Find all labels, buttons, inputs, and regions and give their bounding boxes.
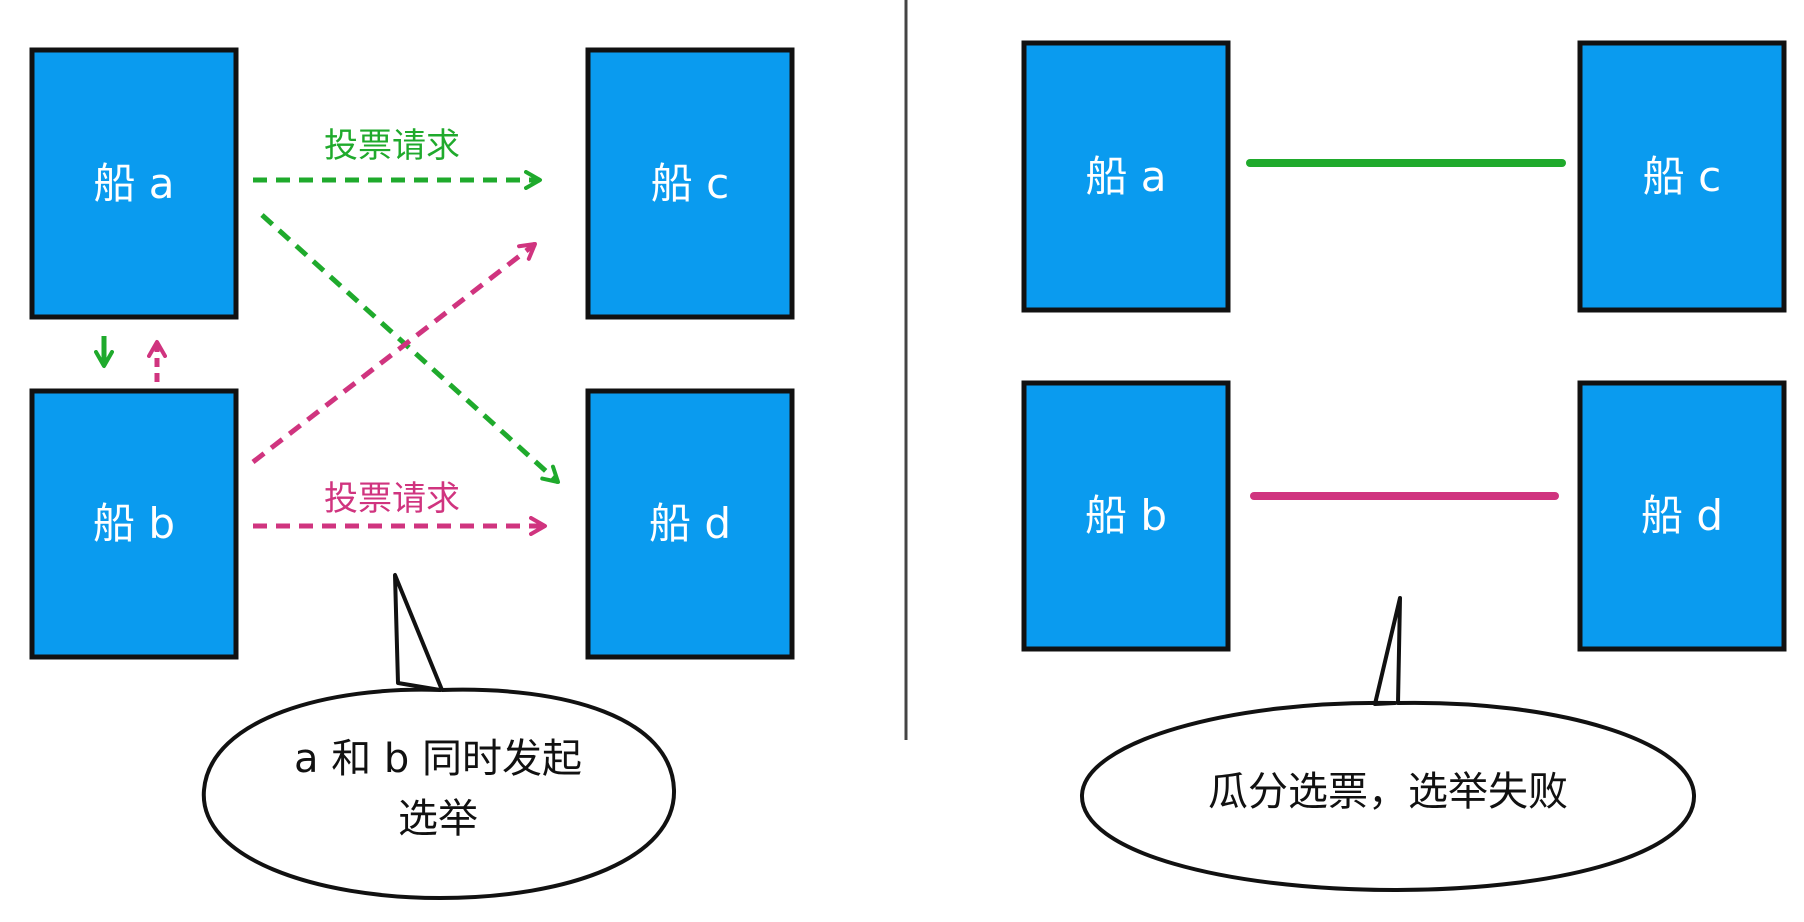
left-panel: 船 a 船 b 船 c 船 d 投票请求 投票请求 a 和 b 同时发起 选举 <box>29 47 795 900</box>
right-ship-d-box: 船 d <box>1577 380 1787 652</box>
left-ship-c-label: 船 c <box>651 159 729 208</box>
vote-request-label-top: 投票请求 <box>324 126 460 166</box>
right-ship-d-label: 船 d <box>1641 491 1723 540</box>
right-ship-b-box: 船 b <box>1021 380 1231 652</box>
left-ship-b-box: 船 b <box>29 388 239 660</box>
right-panel: 船 a 船 b 船 c 船 d 瓜分选票，选举失败 <box>1021 40 1787 892</box>
right-ship-c-label: 船 c <box>1643 152 1721 201</box>
right-ship-c-box: 船 c <box>1577 40 1787 313</box>
arrow-b-to-c <box>251 242 537 464</box>
left-bubble-line1: a 和 b 同时发起 <box>294 736 582 782</box>
left-bubble-line2: 选举 <box>398 796 478 842</box>
vote-request-label-bottom: 投票请求 <box>324 479 460 519</box>
left-ship-c-box: 船 c <box>585 47 795 320</box>
arrow-a-to-d <box>260 213 560 484</box>
left-ship-a-box: 船 a <box>29 47 239 320</box>
left-ship-d-box: 船 d <box>585 388 795 660</box>
right-ship-a-label: 船 a <box>1085 152 1166 201</box>
right-ship-a-box: 船 a <box>1021 40 1231 313</box>
left-ship-d-label: 船 d <box>649 499 731 548</box>
right-ship-b-label: 船 b <box>1085 491 1167 540</box>
right-speech-bubble <box>1079 596 1697 892</box>
left-speech-bubble <box>201 573 677 900</box>
left-ship-b-label: 船 b <box>93 499 175 548</box>
right-bubble-text: 瓜分选票，选举失败 <box>1208 769 1568 815</box>
left-ship-a-label: 船 a <box>93 159 174 208</box>
